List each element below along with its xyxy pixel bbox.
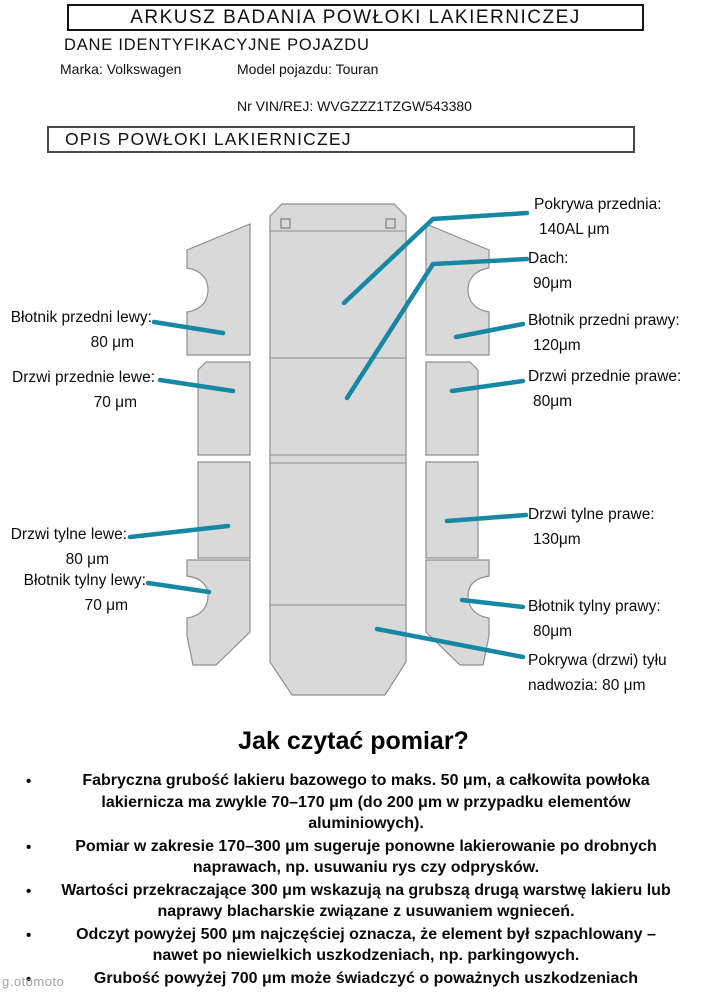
panel-label-value: 130μm bbox=[533, 531, 581, 548]
panel-label-value: 70 μm bbox=[84, 597, 128, 614]
panel-label-value: 140AL μm bbox=[539, 221, 610, 238]
howto-heading: Jak czytać pomiar? bbox=[238, 727, 469, 755]
callout-line-roof bbox=[344, 256, 530, 401]
panel-label-name: Błotnik przedni prawy: bbox=[528, 312, 680, 329]
panel-label-value: nadwozia: 80 μm bbox=[528, 677, 646, 694]
model-row: Model pojazdu: Touran bbox=[237, 61, 378, 77]
panel-label-name: Błotnik tylny lewy: bbox=[23, 572, 146, 589]
panel-label-value: 80 μm bbox=[65, 551, 109, 568]
bullet-text: Fabryczna grubość lakieru bazowego to ma… bbox=[82, 772, 650, 832]
hood-hinge-left bbox=[280, 218, 291, 229]
vin-row: Nr VIN/REJ: WVGZZZ1TZGW543380 bbox=[237, 98, 472, 114]
callout-line-door-rear-left bbox=[127, 523, 231, 540]
list-item: • Pomiar w zakresie 170–300 μm sugeruje … bbox=[18, 836, 686, 880]
panel-label-name: Drzwi przednie prawe: bbox=[528, 368, 682, 385]
panel-label-name: Pokrywa przednia: bbox=[534, 196, 662, 213]
watermark: g.otomoto bbox=[2, 974, 65, 989]
panel-label-tailgate: Pokrywa (drzwi) tyłu nadwozia: 80 μm bbox=[528, 648, 667, 698]
panel-label-fender-front-left: Błotnik przedni lewy: 80 μm bbox=[11, 305, 152, 355]
vehicle-id-section-title: DANE IDENTYFIKACYJNE POJAZDU bbox=[64, 36, 370, 54]
bullet-text: Pomiar w zakresie 170–300 μm sugeruje po… bbox=[75, 837, 657, 877]
vin-value: WVGZZZ1TZGW543380 bbox=[317, 98, 472, 114]
panel-label-hood: Pokrywa przednia: 140AL μm bbox=[534, 192, 662, 242]
panel-label-value: 80μm bbox=[533, 393, 573, 410]
hood-hinge-right bbox=[385, 218, 396, 229]
vin-label: Nr VIN/REJ: bbox=[237, 98, 314, 114]
panel-label-value: 80 μm bbox=[90, 334, 134, 351]
bullet-text: Wartości przekraczające 300 μm wskazują … bbox=[61, 881, 671, 921]
fender-front-right-panel bbox=[425, 223, 490, 356]
list-item: • Fabryczna grubość lakieru bazowego to … bbox=[18, 770, 686, 836]
callout-line-fender-front-right bbox=[453, 321, 526, 340]
panel-label-door-rear-right: Drzwi tylne prawe: 130μm bbox=[528, 502, 655, 552]
brand-value: Volkswagen bbox=[106, 61, 182, 77]
panel-label-name: Dach: bbox=[528, 250, 569, 267]
panel-label-fender-front-right: Błotnik przedni prawy: 120μm bbox=[528, 308, 680, 358]
panel-label-value: 80μm bbox=[533, 623, 573, 640]
panel-label-name: Pokrywa (drzwi) tyłu bbox=[528, 652, 667, 669]
panel-label-name: Drzwi przednie lewe: bbox=[12, 369, 155, 386]
bullet-icon: • bbox=[26, 773, 32, 790]
door-rear-left-panel bbox=[197, 461, 251, 559]
callout-line-fender-rear-right bbox=[459, 597, 526, 610]
list-item: • Odczyt powyżej 500 μm najczęściej ozna… bbox=[18, 924, 686, 968]
fender-front-left-panel bbox=[186, 223, 251, 356]
list-item: • Wartości przekraczające 300 μm wskazuj… bbox=[18, 880, 686, 924]
callout-line-fender-rear-left bbox=[145, 580, 212, 595]
bullet-icon: • bbox=[26, 970, 32, 988]
bullet-text: Odczyt powyżej 500 μm najczęściej oznacz… bbox=[76, 925, 656, 965]
model-value: Touran bbox=[335, 61, 379, 77]
panel-label-value: 120μm bbox=[533, 337, 581, 354]
panel-label-value: 90μm bbox=[533, 275, 573, 292]
door-front-right-panel bbox=[425, 361, 479, 456]
panel-label-name: Błotnik tylny prawy: bbox=[528, 598, 661, 615]
callout-line-tailgate bbox=[374, 626, 526, 660]
panel-label-fender-rear-right: Błotnik tylny prawy: 80μm bbox=[528, 594, 661, 644]
bullet-icon: • bbox=[26, 838, 32, 856]
panel-label-door-front-left: Drzwi przednie lewe: 70 μm bbox=[12, 365, 155, 415]
callout-line-door-rear-right bbox=[444, 512, 529, 524]
callout-line-door-front-left bbox=[157, 377, 236, 394]
callout-line-hood bbox=[341, 210, 530, 306]
panel-label-name: Błotnik przedni lewy: bbox=[10, 309, 152, 326]
brand-label: Marka: bbox=[60, 61, 103, 77]
bullet-icon: • bbox=[26, 882, 32, 900]
bullet-icon: • bbox=[26, 926, 32, 944]
howto-bullet-list: • Fabryczna grubość lakieru bazowego to … bbox=[18, 770, 686, 990]
callout-line-fender-front-left bbox=[151, 319, 226, 336]
panel-label-door-front-right: Drzwi przednie prawe: 80μm bbox=[528, 364, 681, 414]
coating-section-title: OPIS POWŁOKI LAKIERNICZEJ bbox=[47, 126, 635, 153]
callout-line-door-front-right bbox=[449, 378, 526, 394]
brand-row: Marka: Volkswagen bbox=[60, 61, 181, 77]
panel-label-name: Drzwi tylne prawe: bbox=[528, 506, 655, 523]
panel-label-name: Drzwi tylne lewe: bbox=[10, 526, 127, 543]
list-item: • Grubość powyżej 700 μm może świadczyć … bbox=[18, 968, 686, 991]
panel-label-roof: Dach: 90μm bbox=[528, 246, 572, 296]
model-label: Model pojazdu: bbox=[237, 61, 332, 77]
panel-label-door-rear-left: Drzwi tylne lewe: 80 μm bbox=[11, 522, 127, 572]
panel-label-value: 70 μm bbox=[93, 394, 137, 411]
bullet-text: Grubość powyżej 700 μm może świadczyć o … bbox=[93, 969, 639, 987]
panel-label-fender-rear-left: Błotnik tylny lewy: 70 μm bbox=[24, 568, 146, 618]
fender-rear-left-panel bbox=[186, 559, 251, 666]
car-body-center-panel bbox=[269, 203, 407, 696]
page-title: ARKUSZ BADANIA POWŁOKI LAKIERNICZEJ bbox=[67, 4, 644, 31]
door-front-left-panel bbox=[197, 361, 251, 456]
door-rear-right-panel bbox=[425, 461, 479, 559]
